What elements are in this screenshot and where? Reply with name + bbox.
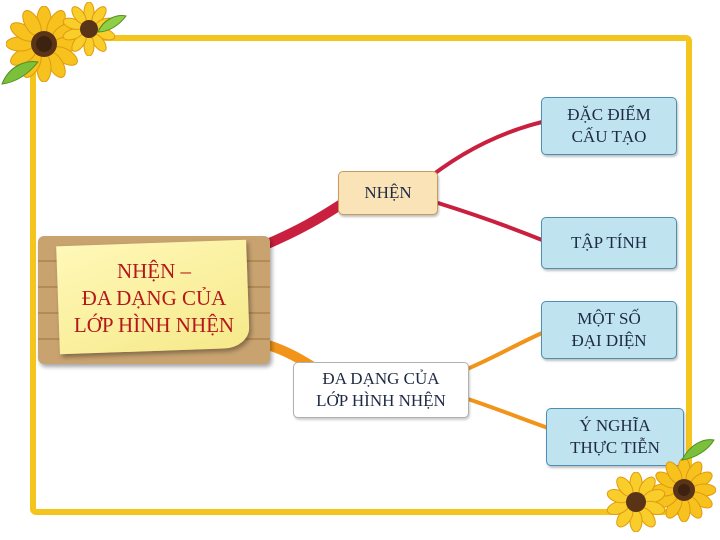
leaf-icon [1, 61, 39, 85]
node-representatives[interactable]: MỘT SỐ ĐẠI DIỆN [541, 301, 677, 359]
link-center-to-spider [260, 200, 345, 250]
node-structure-label: ĐẶC ĐIỂM CẤU TẠO [567, 105, 651, 146]
sunflower-icon [606, 472, 666, 532]
central-topic: NHỆN – ĐA DẠNG CỦA LỚP HÌNH NHỆN [73, 259, 235, 337]
leaf-icon [97, 15, 127, 33]
node-significance-label: Ý NGHĨA THỰC TIỄN [570, 416, 660, 457]
node-spider-label: NHỆN [364, 183, 412, 202]
link-diversity-to-representatives [458, 331, 544, 374]
link-diversity-to-significance [463, 396, 550, 430]
sunflower-icon [652, 458, 716, 522]
leaf-icon [681, 439, 715, 461]
link-spider-to-behavior [436, 201, 544, 242]
node-diversity[interactable]: ĐA DẠNG CỦA LỚP HÌNH NHỆN [293, 362, 469, 418]
node-behavior-label: TẬP TÍNH [570, 233, 648, 252]
node-representatives-label: MỘT SỐ ĐẠI DIỆN [571, 309, 647, 350]
node-spider[interactable]: NHỆN [338, 171, 438, 215]
node-behavior[interactable]: TẬP TÍNH [541, 217, 677, 269]
node-significance[interactable]: Ý NGHĨA THỰC TIỄN [546, 408, 684, 466]
node-structure[interactable]: ĐẶC ĐIỂM CẤU TẠO [541, 97, 677, 155]
sunflower-icon [62, 2, 116, 56]
link-spider-to-structure [418, 120, 544, 187]
node-diversity-label: ĐA DẠNG CỦA LỚP HÌNH NHỆN [316, 369, 446, 410]
